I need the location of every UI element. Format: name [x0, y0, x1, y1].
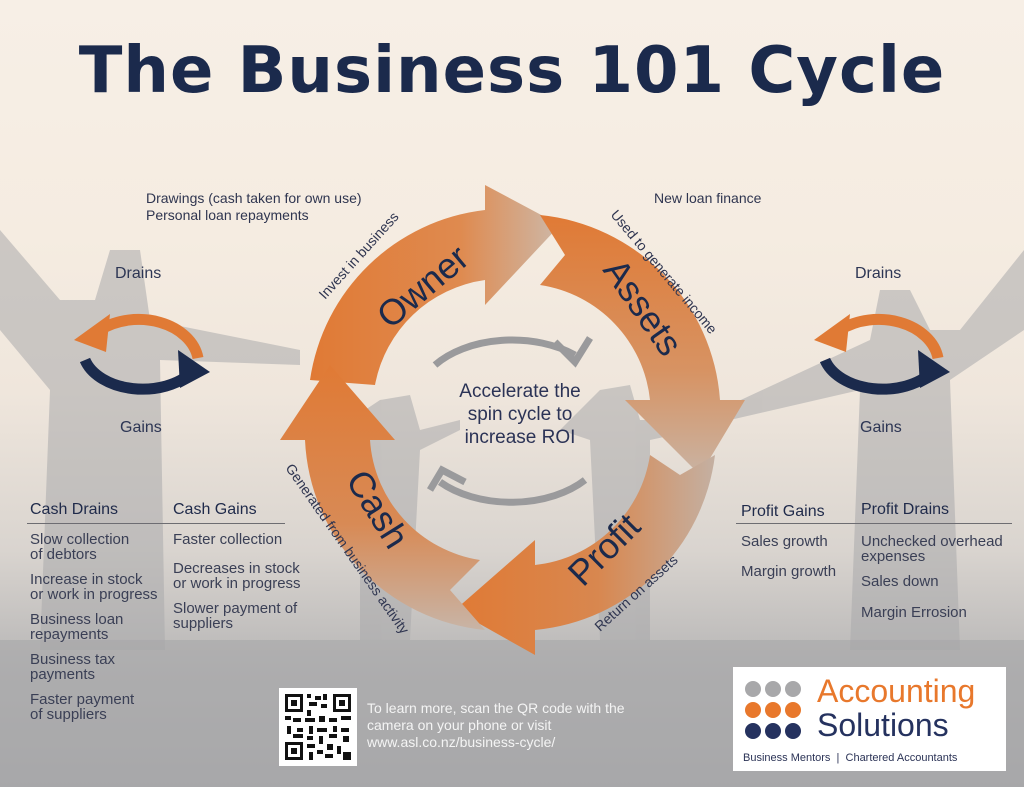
cash-gains-heading: Cash Gains — [173, 501, 257, 518]
note-drawings: Drawings (cash taken for own use) — [146, 190, 362, 206]
left-drains-gains-arrows-icon — [74, 313, 210, 395]
profit-gains-list: Sales growth Margin growth — [741, 534, 859, 589]
logo-accounting-text: Accounting — [817, 673, 976, 709]
qr-text-line-1: To learn more, scan the QR code with the — [367, 700, 625, 716]
business-cycle-diagram: Owner Assets Profit Cash Invest in busin… — [280, 185, 745, 655]
profit-divider — [736, 523, 1012, 524]
qr-text-line-2: camera on your phone or visit — [367, 717, 552, 733]
list-item: Faster collection — [173, 531, 283, 548]
qr-instructions: To learn more, scan the QR code with the… — [367, 700, 625, 751]
right-drains-gains-arrows-icon — [814, 313, 950, 395]
owner-arrow — [310, 185, 560, 385]
cash-divider — [27, 523, 285, 524]
inner-clockwise-arrows-icon — [426, 336, 593, 506]
profit-drains-heading: Profit Drains — [861, 501, 950, 518]
list-item: Margin growth — [741, 563, 837, 580]
cash-arrow — [280, 365, 485, 630]
logo-dots-icon — [745, 681, 801, 739]
list-item: Sales down — [861, 573, 939, 590]
cash-drains-heading: Cash Drains — [30, 501, 119, 518]
note-personal-loan: Personal loan repayments — [146, 207, 309, 223]
profit-gains-heading: Profit Gains — [741, 503, 825, 520]
logo-solutions-text: Solutions — [817, 707, 949, 743]
center-line-1: Accelerate the — [459, 381, 581, 402]
center-message: Accelerate the spin cycle to increase RO… — [420, 380, 620, 449]
list-item: Sales growth — [741, 533, 828, 550]
list-item: Margin Errosion — [861, 604, 967, 621]
note-new-loan-finance: New loan finance — [654, 190, 762, 206]
profit-arrow — [455, 455, 715, 655]
left-gains-label: Gains — [120, 419, 162, 436]
qr-url-link[interactable]: www.asl.co.nz/business-cycle/ — [367, 734, 556, 750]
logo-tagline: Business Mentors | Chartered Accountants — [743, 752, 958, 764]
left-drains-label: Drains — [115, 265, 162, 282]
center-line-2: spin cycle to — [467, 404, 573, 425]
center-line-3: increase ROI — [464, 427, 576, 448]
right-drains-label: Drains — [855, 265, 902, 282]
qr-code[interactable] — [279, 688, 357, 766]
owner-drains-notes: Drawings (cash taken for own use) Person… — [146, 190, 362, 224]
qr-code-icon — [285, 694, 351, 760]
assets-arrow — [540, 215, 745, 475]
page-title: The Business 101 Cycle — [78, 34, 946, 108]
right-gains-label: Gains — [860, 419, 902, 436]
accounting-solutions-logo: Accounting Solutions Business Mentors | … — [733, 667, 1006, 771]
